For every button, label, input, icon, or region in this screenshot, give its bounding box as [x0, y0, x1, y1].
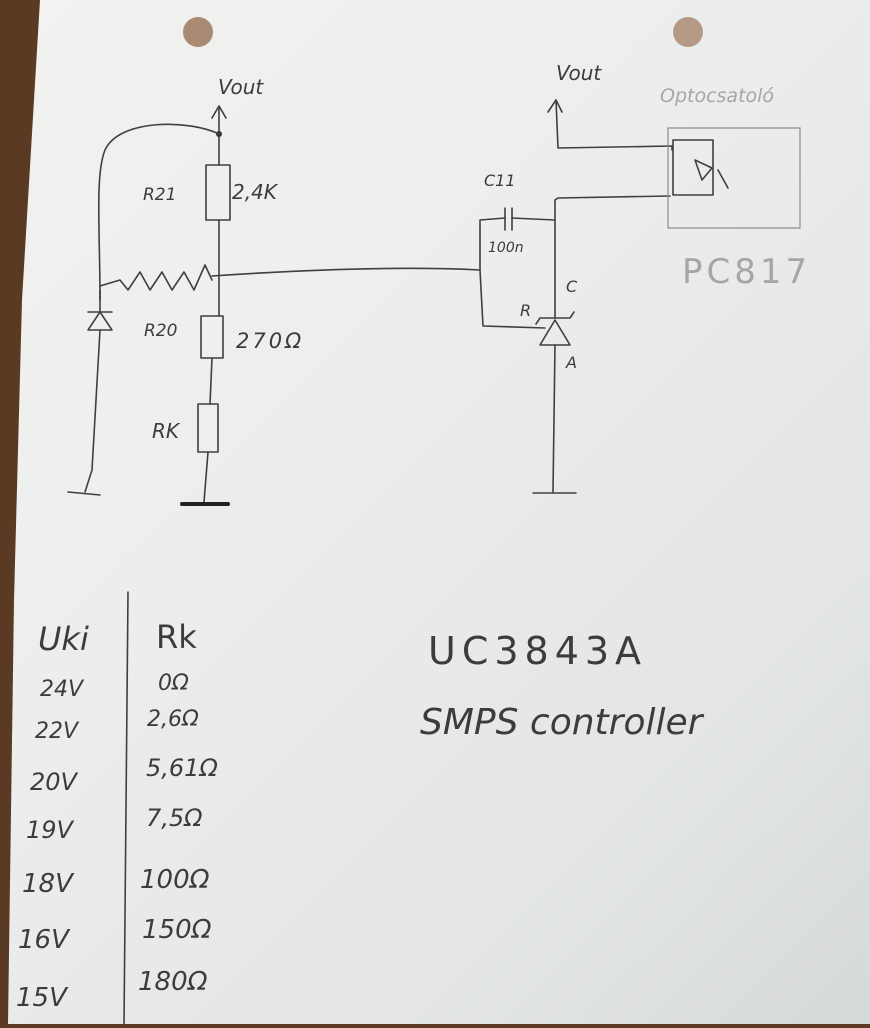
table-row-voltage: 18V [22, 869, 75, 899]
reference-wire [211, 267, 481, 277]
r21-value: 2,4K [232, 180, 279, 204]
tl431-c-label: C [566, 277, 578, 296]
table-row-voltage: 20V [30, 768, 79, 796]
c11-loop-wire [479, 217, 556, 329]
rk-resistor [197, 403, 219, 453]
optocoupler-led [672, 139, 714, 196]
r21-resistor [205, 164, 231, 221]
r21-name: R21 [143, 185, 176, 205]
diode-symbol [87, 311, 113, 331]
table-row-resistance: 2,6Ω [147, 707, 199, 732]
table-row-resistance: 5,61Ω [146, 754, 218, 782]
vout-arrow-left [211, 105, 227, 119]
vout-right-label: Vout [556, 61, 602, 85]
table-divider [123, 591, 129, 1024]
tl431-r-label: R [520, 301, 531, 320]
r20-value: 270Ω [236, 329, 304, 353]
table-row-voltage: 22V [35, 719, 80, 744]
chip-description: SMPS controller [420, 702, 705, 743]
optocoupler-label: Optocsatoló [660, 85, 774, 107]
ground-left [67, 491, 101, 496]
table-row-voltage: 24V [40, 677, 85, 702]
table-header-uki: Uki [38, 620, 89, 658]
vout-left-label: Vout [218, 75, 264, 99]
table-header-rk: Rk [156, 618, 197, 656]
zigzag-trace [99, 264, 213, 291]
table-row-resistance: 7,5Ω [146, 804, 203, 832]
r20-resistor [200, 315, 224, 359]
table-row-voltage: 15V [16, 983, 69, 1013]
c11-capacitor [504, 207, 513, 231]
table-row-resistance: 100Ω [140, 865, 210, 895]
chip-title: UC3843A [428, 629, 647, 673]
table-row-resistance: 180Ω [138, 967, 208, 997]
optocoupler-box [667, 127, 801, 229]
table-row-voltage: 19V [26, 816, 75, 844]
c11-name: C11 [484, 171, 516, 190]
optocoupler-part: PC817 [682, 252, 811, 292]
rk-name: RK [152, 419, 181, 443]
punch-hole-left [183, 17, 213, 47]
punch-hole-right [673, 17, 703, 47]
table-row-resistance: 150Ω [142, 915, 212, 945]
table-row-resistance: 0Ω [158, 671, 189, 696]
tl431-a-label: A [565, 353, 577, 372]
r20-name: R20 [144, 321, 177, 341]
vout-arrow-right [547, 99, 563, 113]
diode-loop-wire [97, 123, 220, 301]
table-row-voltage: 16V [18, 925, 71, 955]
c11-value: 100n [488, 240, 524, 256]
